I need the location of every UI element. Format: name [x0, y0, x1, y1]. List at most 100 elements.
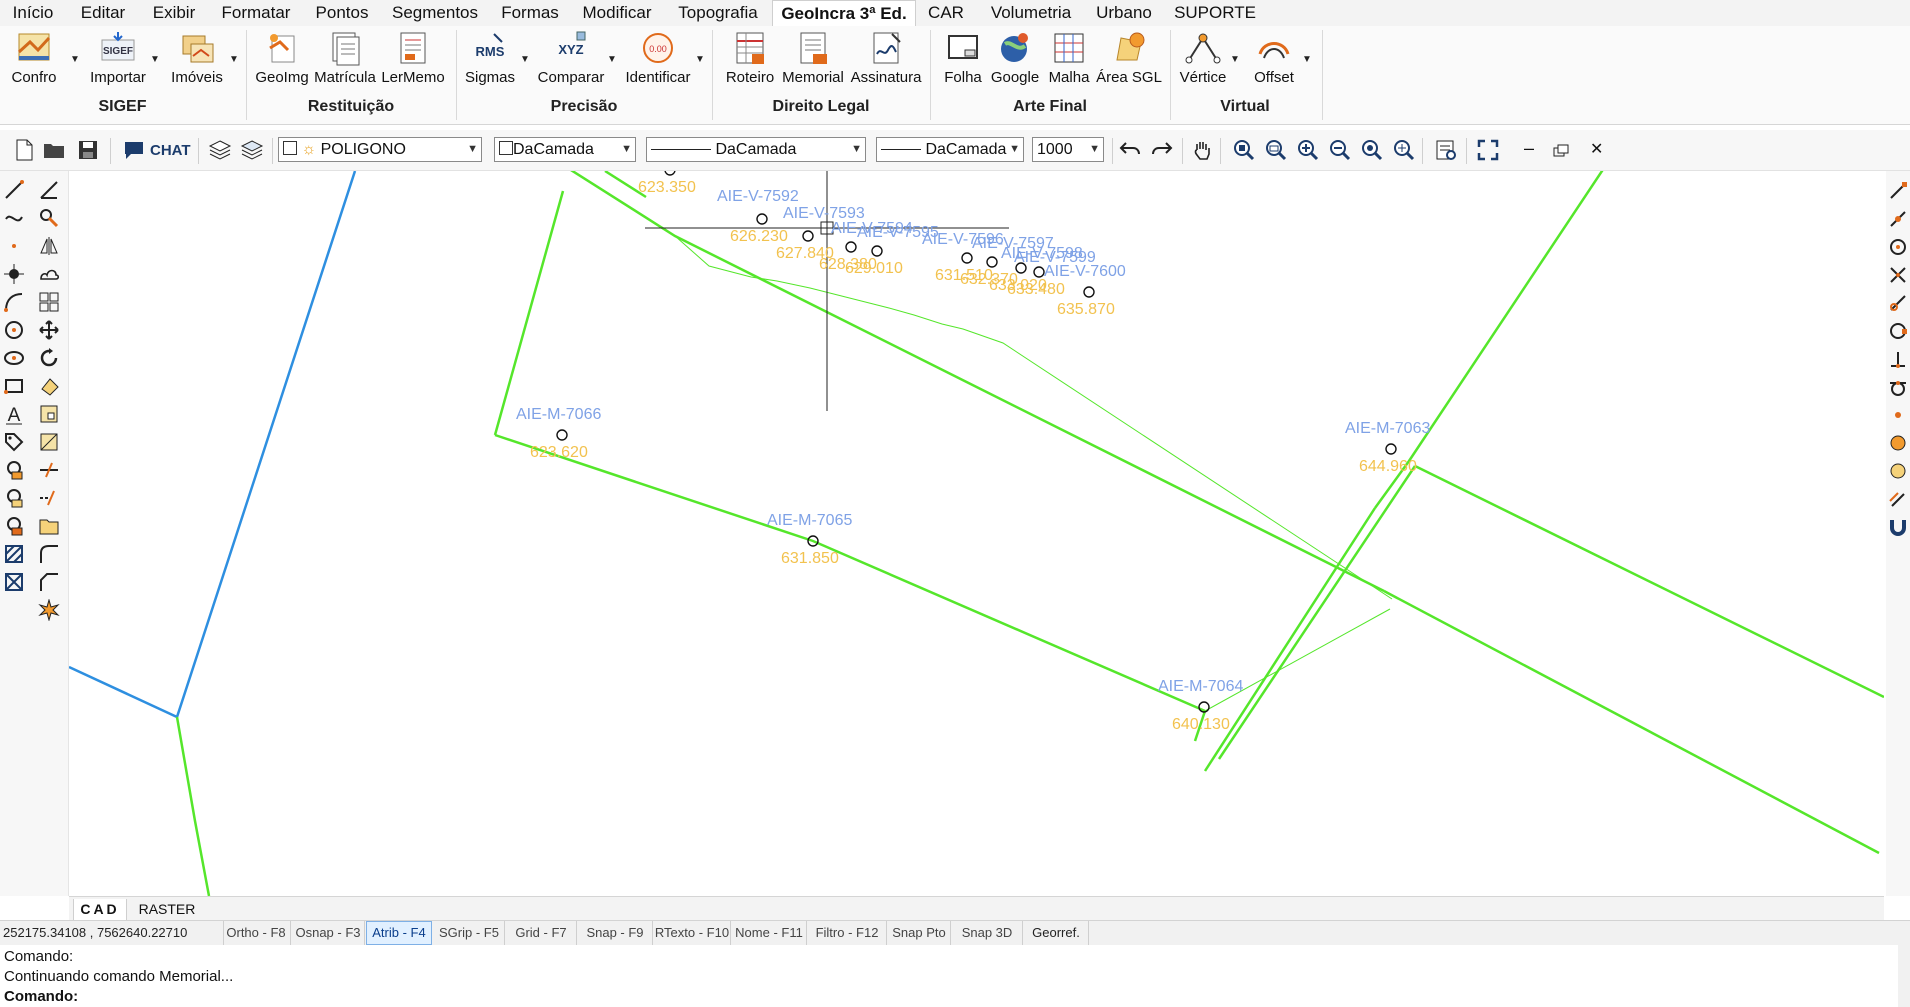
menu-topografia[interactable]: Topografia	[678, 3, 758, 22]
tab-raster[interactable]: RASTER	[138, 901, 196, 917]
extend-tool-icon[interactable]	[38, 487, 60, 509]
color-combo[interactable]: DaCamada ▼	[494, 137, 636, 162]
survey-point-marker[interactable]	[1385, 443, 1397, 455]
toggle-snap-3d[interactable]: Snap 3D	[952, 921, 1023, 945]
trim-tool-icon[interactable]	[38, 459, 60, 481]
toggle-atrib[interactable]: Atrib - F4	[366, 921, 432, 945]
snap-parallel-icon[interactable]	[1888, 489, 1908, 509]
snap-intersection-icon[interactable]	[1888, 265, 1908, 285]
survey-point-marker[interactable]	[871, 245, 883, 257]
minimize-icon[interactable]: –	[1524, 138, 1535, 158]
survey-point-marker[interactable]	[756, 213, 768, 225]
explode-tool-icon[interactable]	[38, 599, 60, 621]
survey-point-marker[interactable]	[1198, 701, 1210, 713]
layer-manager-icon[interactable]	[240, 138, 264, 162]
toggle-sgrip[interactable]: SGrip - F5	[434, 921, 505, 945]
toggle-nome[interactable]: Nome - F11	[732, 921, 807, 945]
menu-volumetria[interactable]: Volumetria	[990, 3, 1072, 22]
insert-block-icon[interactable]	[3, 487, 25, 509]
new-file-icon[interactable]	[12, 138, 36, 162]
tools-icon[interactable]	[38, 207, 60, 229]
offset-button[interactable]: Offset	[1244, 30, 1304, 96]
toggle-filtro[interactable]: Filtro - F12	[808, 921, 887, 945]
sigmas-dropdown-icon[interactable]: ▼	[520, 54, 530, 65]
drawing-canvas[interactable]: AIE-M-7067623.350AIE-V-7592626.230AIE-V-…	[69, 171, 1884, 896]
block-tool-icon[interactable]	[3, 459, 25, 481]
erase-tool-icon[interactable]	[38, 375, 60, 397]
menu-exibir[interactable]: Exibir	[152, 3, 196, 22]
menu-car[interactable]: CAR	[928, 3, 964, 22]
menu-inicio[interactable]: Início	[12, 3, 54, 22]
survey-point-marker[interactable]	[1015, 262, 1027, 274]
snap-insertion-icon[interactable]	[1888, 461, 1908, 481]
geoimg-button[interactable]: GeoImg	[252, 30, 312, 96]
redo-icon[interactable]	[1150, 138, 1174, 162]
toggle-snap-pto[interactable]: Snap Pto	[888, 921, 951, 945]
cad-drawing[interactable]: AIE-M-7067623.350AIE-V-7592626.230AIE-V-…	[69, 171, 1884, 896]
importar-button[interactable]: SIGEF Importar	[84, 30, 152, 96]
roteiro-button[interactable]: Roteiro	[718, 30, 782, 96]
arc-tool-icon[interactable]	[3, 291, 25, 313]
rotate-tool-icon[interactable]	[38, 347, 60, 369]
layer-folder-icon[interactable]	[38, 515, 60, 537]
vertice-button[interactable]: Vértice	[1176, 30, 1230, 96]
mirror-tool-icon[interactable]	[38, 235, 60, 257]
close-icon[interactable]: ✕	[1590, 141, 1604, 158]
gradient-fill-icon[interactable]	[3, 571, 25, 593]
google-button[interactable]: Google	[988, 30, 1042, 96]
survey-point-marker[interactable]	[1033, 266, 1045, 278]
undo-icon[interactable]	[1118, 138, 1142, 162]
snap-nearest-icon[interactable]	[1888, 405, 1908, 425]
region-tool-icon[interactable]	[38, 403, 60, 425]
zoom-realtime-icon[interactable]	[1392, 138, 1416, 162]
imoveis-dropdown-icon[interactable]: ▼	[229, 54, 239, 65]
area-sgl-button[interactable]: Área SGL	[1096, 30, 1162, 96]
menu-formatar[interactable]: Formatar	[221, 3, 291, 22]
survey-point-marker[interactable]	[961, 252, 973, 264]
zoom-extents-icon[interactable]	[1232, 138, 1256, 162]
snap-tangent-icon[interactable]	[1888, 377, 1908, 397]
memorial-button[interactable]: Memorial	[780, 30, 846, 96]
tag-tool-icon[interactable]	[3, 431, 25, 453]
menu-formas[interactable]: Formas	[501, 3, 559, 22]
array-tool-icon[interactable]	[38, 291, 60, 313]
restore-icon[interactable]	[1552, 142, 1570, 160]
folha-button[interactable]: Folha	[938, 30, 988, 96]
toggle-ortho[interactable]: Ortho - F8	[222, 921, 291, 945]
open-folder-icon[interactable]	[42, 138, 66, 162]
snap-quadrant-icon[interactable]	[1888, 321, 1908, 341]
properties-icon[interactable]	[1434, 138, 1458, 162]
imoveis-button[interactable]: Imóveis	[166, 30, 228, 96]
menu-pontos[interactable]: Pontos	[315, 3, 369, 22]
zoom-window-icon[interactable]	[1264, 138, 1288, 162]
menu-segmentos[interactable]: Segmentos	[392, 3, 478, 22]
toggle-rtexto[interactable]: RTexto - F10	[654, 921, 731, 945]
toggle-georref[interactable]: Georref.	[1024, 921, 1089, 945]
survey-point-marker[interactable]	[1083, 286, 1095, 298]
fillet-tool-icon[interactable]	[38, 543, 60, 565]
chat-button[interactable]: CHAT	[150, 142, 191, 159]
circle-tool-icon[interactable]	[3, 319, 25, 341]
toggle-snap[interactable]: Snap - F9	[578, 921, 653, 945]
snap-midpoint-icon[interactable]	[1888, 209, 1908, 229]
chat-bubble-icon[interactable]	[122, 138, 146, 162]
snap-extension-icon[interactable]	[1888, 433, 1908, 453]
lermemo-button[interactable]: LerMemo	[380, 30, 446, 96]
menu-suporte[interactable]: SUPORTE	[1174, 3, 1256, 22]
command-prompt[interactable]: Comando:	[4, 988, 79, 1005]
importar-dropdown-icon[interactable]: ▼	[150, 54, 160, 65]
layer-combo[interactable]: ☼ POLIGONO ▼	[278, 137, 482, 162]
identificar-dropdown-icon[interactable]: ▼	[695, 54, 705, 65]
rectangle-tool-icon[interactable]	[3, 375, 25, 397]
command-scrollbar[interactable]	[1898, 945, 1910, 1007]
snap-magnet-icon[interactable]	[1888, 517, 1908, 537]
tab-cad[interactable]: CAD	[73, 899, 127, 921]
linetype-combo[interactable]: DaCamada ▼	[646, 137, 866, 162]
attribute-block-icon[interactable]	[3, 515, 25, 537]
menu-modificar[interactable]: Modificar	[582, 3, 652, 22]
menu-editar[interactable]: Editar	[80, 3, 126, 22]
vertex-tool-icon[interactable]	[3, 263, 25, 285]
move-tool-icon[interactable]	[38, 319, 60, 341]
assinatura-button[interactable]: Assinatura	[846, 30, 926, 96]
hatch-tool-icon[interactable]	[38, 179, 60, 201]
